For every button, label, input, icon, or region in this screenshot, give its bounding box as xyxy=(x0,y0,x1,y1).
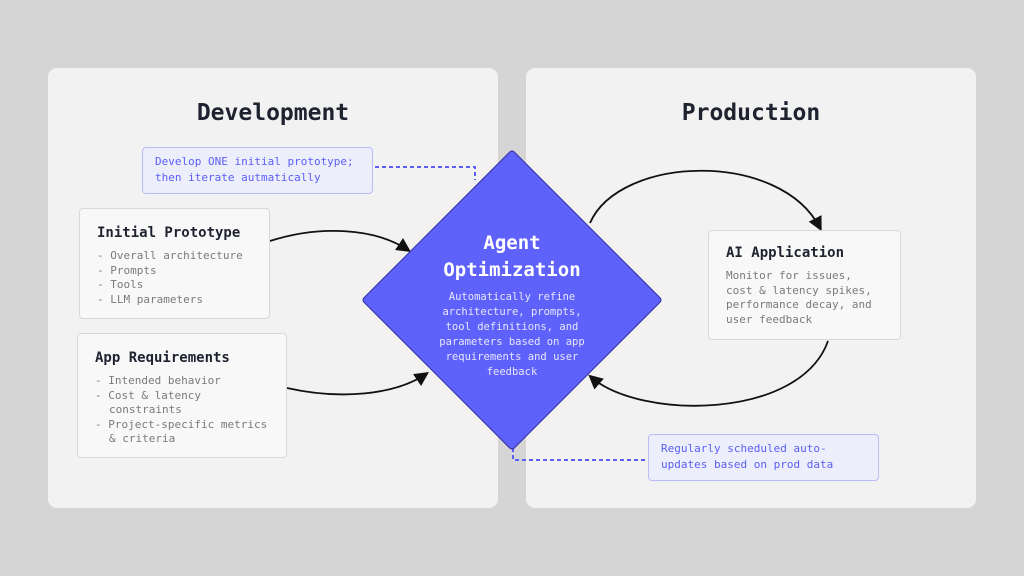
list-item: - Overall architecture xyxy=(97,249,243,262)
ai-application-description: Monitor for issues, cost & latency spike… xyxy=(726,269,872,326)
callout-line: then iterate autmatically xyxy=(155,171,321,184)
initial-prototype-title: Initial Prototype xyxy=(97,225,241,241)
arrow-agent-to-app xyxy=(589,169,822,232)
list-item: - Project-specific metrics & criteria xyxy=(95,417,268,446)
arrow-requirements-to-agent xyxy=(286,371,429,396)
callout-line: Regularly scheduled auto- xyxy=(661,442,827,455)
production-title: Production xyxy=(681,100,821,126)
agent-title: Agent Optimization xyxy=(412,230,612,284)
dashed-connector-top xyxy=(375,166,476,180)
initial-prototype-box: Initial Prototype - Overall architecture… xyxy=(79,208,270,319)
callout-line: Develop ONE initial prototype; xyxy=(155,155,354,168)
list-item: - LLM parameters xyxy=(97,292,203,306)
agent-title-line: Agent xyxy=(483,232,541,254)
list-item: - Prompts xyxy=(97,263,157,277)
list-item: - Intended behavior xyxy=(95,374,221,387)
development-title: Development xyxy=(196,100,350,126)
ai-application-box: AI Application Monitor for issues, cost … xyxy=(708,230,901,340)
development-callout: Develop ONE initial prototype; then iter… xyxy=(142,147,373,194)
arrow-app-to-agent xyxy=(588,340,829,407)
agent-description: Automatically refine architecture, promp… xyxy=(439,291,585,378)
arrow-prototype-to-agent xyxy=(269,230,411,252)
list-item: - Cost & latency constraints xyxy=(95,388,201,417)
ai-application-title: AI Application xyxy=(726,245,845,261)
dashed-connector-bottom xyxy=(512,448,646,461)
app-requirements-box: App Requirements - Intended behavior - C… xyxy=(77,333,287,458)
agent-title-line: Optimization xyxy=(443,259,581,281)
app-requirements-title: App Requirements xyxy=(95,350,230,366)
callout-line: updates based on prod data xyxy=(661,458,834,471)
list-item: - Tools xyxy=(97,278,144,291)
production-callout: Regularly scheduled auto- updates based … xyxy=(648,434,879,481)
